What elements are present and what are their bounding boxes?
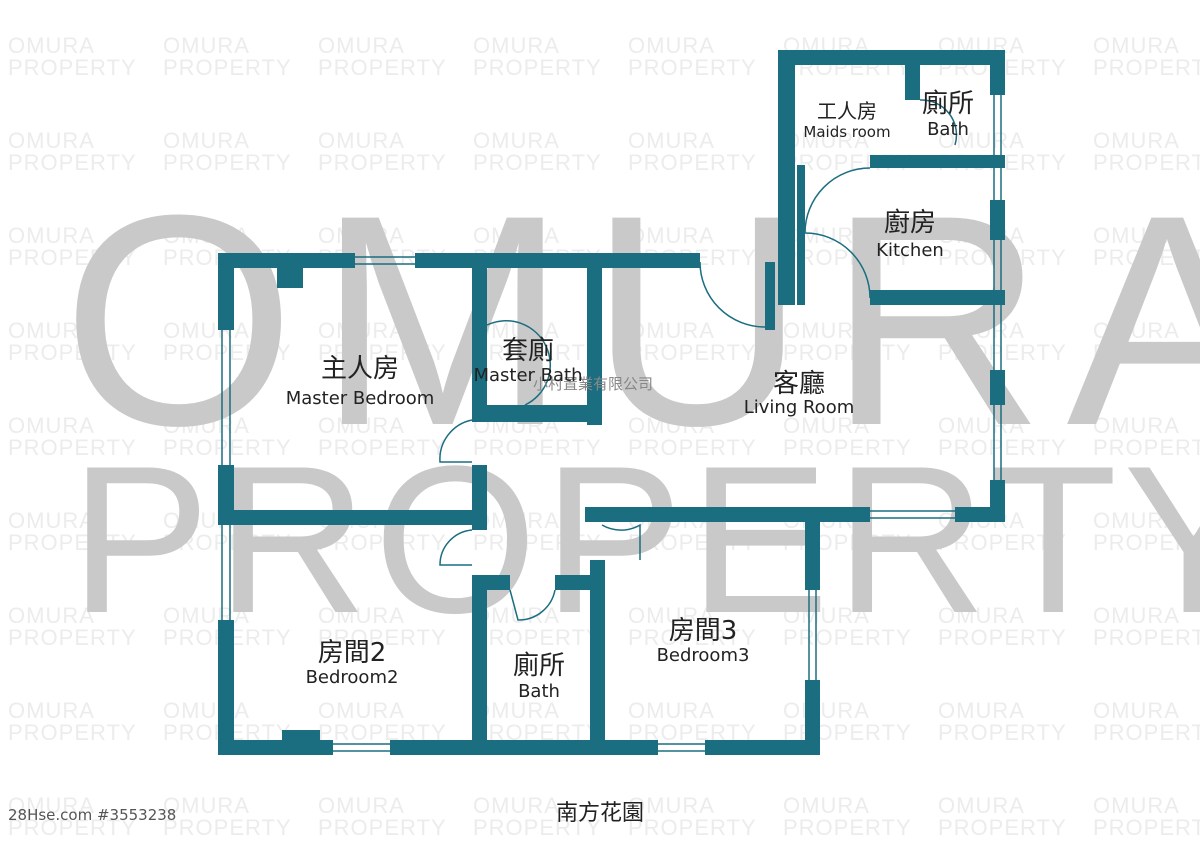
- windows-and-doors: [221, 95, 1002, 752]
- bath-label-en: Bath: [518, 681, 560, 702]
- bath-label-zh: 廁所: [512, 651, 566, 681]
- master-bedroom-label-zh: 主人房: [320, 354, 400, 384]
- maids-room-label-en: Maids room: [803, 123, 891, 141]
- kitchen-label-en: Kitchen: [876, 240, 944, 261]
- living-room-label-zh: 客廳: [772, 369, 826, 399]
- maids-room-label-zh: 工人房: [817, 99, 877, 123]
- master-bath-label-en: Master Bath: [473, 365, 583, 386]
- agency-watermark: 小村置業有限公司: [533, 375, 654, 393]
- watermark-property: PROPERTY: [70, 422, 1200, 657]
- maids-bath-label-zh: 廁所: [921, 89, 975, 119]
- orientation-label: 南方花園: [555, 801, 645, 826]
- maids-bath-label-en: Bath: [927, 119, 969, 140]
- kitchen-label-zh: 廚房: [883, 208, 937, 238]
- listing-id: 28Hse.com #3553238: [8, 806, 177, 824]
- master-bedroom-label-en: Master Bedroom: [285, 388, 435, 409]
- watermark-omura: OMURA: [62, 152, 1200, 488]
- bedroom2-label-en: Bedroom2: [305, 667, 399, 688]
- walls: [218, 50, 1005, 755]
- bedroom3-label-en: Bedroom3: [656, 645, 750, 666]
- living-room-label-en: Living Room: [743, 397, 855, 418]
- bedroom3-label-zh: 房間3: [668, 616, 738, 646]
- bedroom2-label-zh: 房間2: [317, 638, 387, 668]
- master-bath-label-zh: 套廁: [501, 336, 555, 366]
